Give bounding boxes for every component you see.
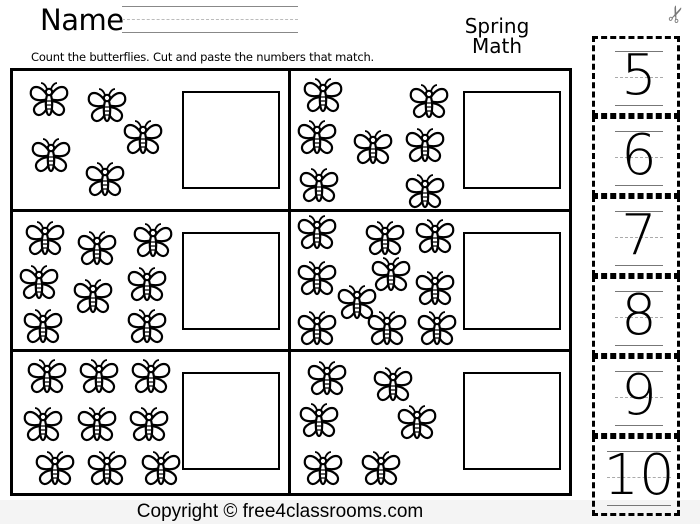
panel-2 [291, 71, 569, 212]
butterfly-icon [35, 451, 75, 486]
panel-6 [291, 352, 569, 493]
answer-box[interactable] [463, 372, 561, 471]
butterfly-icon [23, 407, 63, 442]
butterfly-icon [73, 278, 113, 313]
copyright-text: Copyright © free4classrooms.com [136, 501, 424, 522]
butterfly-icon [303, 77, 343, 113]
butterfly-grid [10, 68, 572, 496]
butterfly-icon [361, 451, 401, 486]
cutout-card-8[interactable]: 8 [592, 276, 680, 356]
cutout-card-5[interactable]: 5 [592, 36, 680, 116]
butterfly-icon [299, 403, 339, 438]
butterfly-icon [415, 270, 455, 305]
butterfly-icon [353, 129, 393, 165]
cutout-card-6[interactable]: 6 [592, 116, 680, 196]
panel-1 [13, 71, 291, 212]
worksheet-title: Spring Math [458, 16, 536, 56]
butterfly-icon [297, 214, 337, 249]
butterfly-icon [23, 308, 63, 343]
butterfly-icon [415, 218, 455, 253]
answer-box[interactable] [182, 231, 280, 330]
butterfly-icon [79, 359, 119, 394]
butterfly-icon [19, 264, 59, 299]
answer-box[interactable] [463, 91, 561, 189]
butterfly-icon [127, 266, 167, 301]
butterfly-icon [303, 451, 343, 486]
butterfly-icon [417, 310, 457, 345]
butterfly-icon [77, 407, 117, 442]
cutout-number: 9 [621, 363, 657, 428]
cutout-number: 6 [621, 123, 657, 188]
butterfly-icon [27, 359, 67, 394]
butterfly-icon [365, 220, 405, 255]
butterfly-icon [25, 220, 65, 255]
panel-4 [291, 212, 569, 353]
butterfly-icon [297, 119, 337, 155]
answer-box[interactable] [463, 231, 561, 330]
panel-5 [13, 352, 291, 493]
cutout-number: 10 [603, 443, 675, 508]
butterfly-icon [367, 310, 407, 345]
cutout-card-7[interactable]: 7 [592, 196, 680, 276]
butterfly-icon [133, 222, 173, 257]
name-label: Name [40, 3, 124, 37]
answer-box[interactable] [182, 91, 280, 189]
cutout-number: 7 [621, 203, 657, 268]
butterfly-icon [141, 451, 181, 486]
footer-background [0, 500, 700, 524]
butterfly-icon [397, 405, 437, 440]
cutout-number: 8 [621, 283, 657, 348]
cutout-number: 5 [621, 43, 657, 108]
butterfly-icon [373, 367, 413, 402]
butterfly-icon [297, 310, 337, 345]
butterfly-icon [127, 308, 167, 343]
butterfly-icon [85, 161, 125, 197]
butterfly-icon [307, 361, 347, 396]
title-line-1: Spring [464, 14, 530, 38]
instructions: Count the butterflies. Cut and paste the… [31, 50, 375, 64]
answer-box[interactable] [182, 372, 280, 471]
cutout-card-10[interactable]: 10 [592, 436, 680, 516]
name-write-line[interactable] [122, 6, 298, 34]
butterfly-icon [129, 407, 169, 442]
title-line-2: Math [471, 34, 523, 58]
cutout-card-9[interactable]: 9 [592, 356, 680, 436]
butterfly-icon [299, 167, 339, 203]
panel-3 [13, 211, 291, 353]
butterfly-icon [29, 81, 69, 117]
number-cutouts: 5 6 7 8 9 10 [592, 36, 680, 516]
butterfly-icon [31, 137, 71, 173]
scissors-icon: ✂ [662, 1, 693, 28]
butterfly-icon [87, 451, 127, 486]
butterfly-icon [77, 230, 117, 265]
butterfly-icon [297, 260, 337, 295]
butterfly-icon [409, 83, 449, 119]
butterfly-icon [123, 119, 163, 155]
butterfly-icon [131, 359, 171, 394]
butterfly-icon [405, 127, 445, 163]
butterfly-icon [405, 173, 445, 209]
